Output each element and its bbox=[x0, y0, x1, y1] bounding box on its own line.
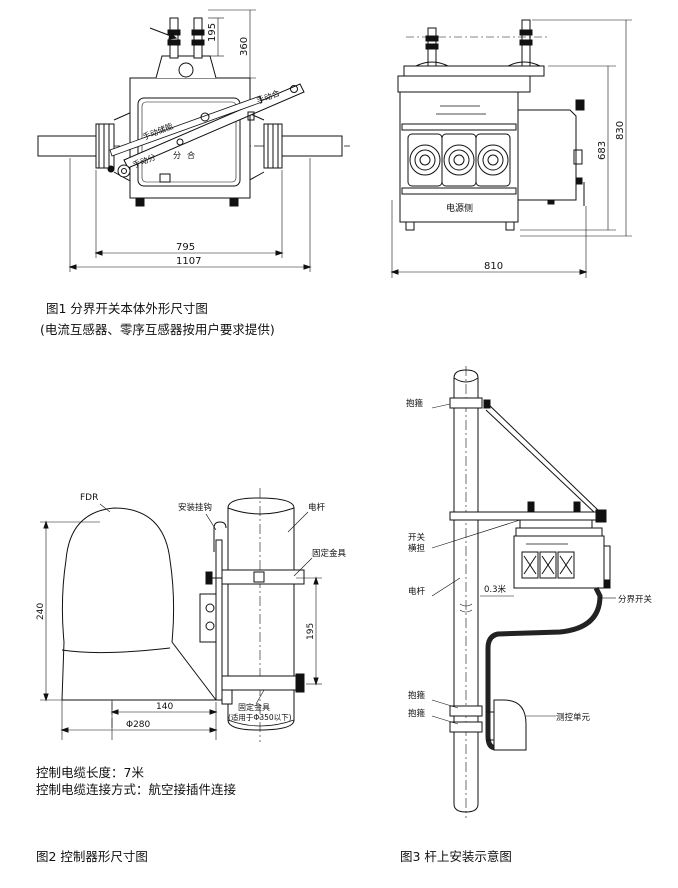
label-control-unit: 测控单元 bbox=[556, 712, 591, 723]
label-close: 合 bbox=[187, 150, 195, 160]
label-clamp-top: 固定金具 bbox=[312, 548, 347, 559]
label-pole-fig3: 电杆 bbox=[408, 586, 426, 597]
fig1-side-labels: 电源侧 683 830 810 bbox=[446, 121, 626, 272]
fig3-pole-mount bbox=[431, 366, 616, 818]
dim-810: 810 bbox=[484, 261, 503, 272]
label-clamp-note: (适用于Φ350以下) bbox=[228, 712, 292, 722]
label-power-side: 电源侧 bbox=[446, 202, 473, 214]
label-hoop-mid: 抱箍 bbox=[408, 690, 426, 701]
label-boundary-switch: 分界开关 bbox=[618, 594, 653, 605]
dim-360: 360 bbox=[239, 37, 250, 56]
label-install-hook: 安装挂钩 bbox=[178, 502, 212, 513]
fig2-labels: FDR 安装挂钩 电杆 固定金具 固定金具 (适用于Φ350以下) 240 19… bbox=[36, 493, 347, 730]
fig1-side-view bbox=[390, 19, 632, 278]
dim-1107: 1107 bbox=[176, 256, 201, 267]
dim-phi280: Φ280 bbox=[126, 720, 151, 730]
fig3-labels: 抱箍 开关 横担 电杆 0.3米 分界开关 抱箍 抱箍 测控单元 bbox=[406, 398, 653, 723]
dim-683: 683 bbox=[597, 141, 608, 160]
fig2-note-line2: 控制电缆连接方式：航空接插件连接 bbox=[36, 782, 237, 797]
fig2-caption: 图2 控制器形尺寸图 bbox=[36, 849, 148, 864]
label-switch-arm-1: 开关 bbox=[408, 532, 426, 543]
dim-830: 830 bbox=[615, 121, 626, 140]
label-distance: 0.3米 bbox=[484, 584, 507, 595]
label-clamp-bottom: 固定金具 bbox=[238, 702, 270, 712]
dim-795: 795 bbox=[176, 242, 195, 253]
fig1-caption-line2: (电流互感器、零序互感器按用户要求提供) bbox=[40, 322, 275, 337]
dim-240: 240 bbox=[36, 603, 46, 620]
label-open: 分 bbox=[173, 151, 181, 160]
fig2-controller bbox=[40, 488, 322, 742]
dim-140: 140 bbox=[156, 702, 173, 712]
label-hoop-top: 抱箍 bbox=[406, 398, 424, 409]
fig1-caption-line1: 图1 分界开关本体外形尺寸图 bbox=[46, 301, 208, 316]
dim-195: 195 bbox=[207, 23, 218, 42]
fig3-caption: 图3 杆上安装示意图 bbox=[400, 849, 512, 864]
label-fdr: FDR bbox=[80, 493, 98, 503]
label-pole: 电杆 bbox=[308, 502, 326, 513]
fig2-note-line1: 控制电缆长度：7米 bbox=[36, 765, 144, 780]
label-hoop-low: 抱箍 bbox=[408, 708, 426, 719]
dim-195-fig2: 195 bbox=[306, 623, 316, 640]
fig1-front-view bbox=[37, 9, 350, 272]
label-switch-arm-2: 横担 bbox=[408, 543, 426, 554]
